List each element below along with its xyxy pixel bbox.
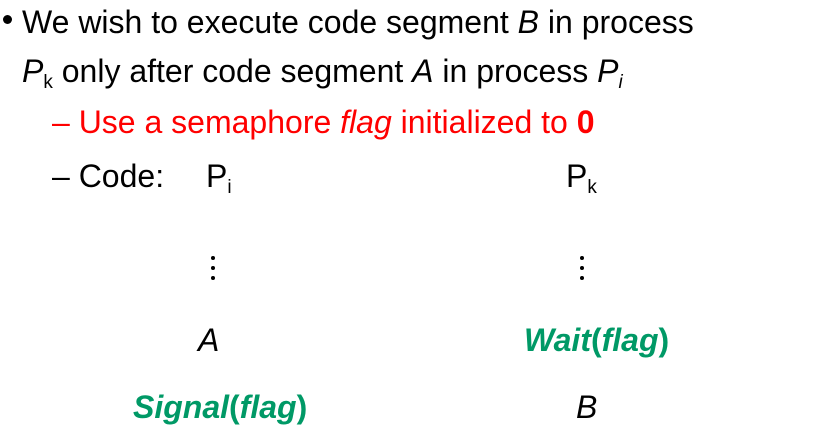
paren: ( xyxy=(229,389,240,425)
segment-a: A xyxy=(412,53,434,89)
paren: ) xyxy=(658,322,670,358)
subscript-i: i xyxy=(618,72,623,93)
sub-bullet-code: – Code: xyxy=(52,158,164,194)
bullet-line-1: We wish to execute code segment B in pro… xyxy=(22,4,694,40)
text: Use a semaphore xyxy=(78,104,341,140)
left-stmt-signal: Signal(flag) xyxy=(133,389,307,425)
text: in process xyxy=(539,4,694,40)
subscript-k: k xyxy=(43,72,53,93)
dash: – xyxy=(52,158,79,194)
right-stmt-wait: Wait(flag) xyxy=(524,322,669,358)
text: We wish to execute code segment xyxy=(22,4,518,40)
flag-arg: flag xyxy=(239,389,297,425)
signal-fn: Signal xyxy=(133,389,230,425)
subscript-k: k xyxy=(587,177,597,198)
text: initialized to xyxy=(391,104,577,140)
paren: ( xyxy=(590,322,602,358)
code-label: Code: xyxy=(78,158,165,194)
process-p: P xyxy=(206,158,228,194)
subscript-i: i xyxy=(227,177,232,198)
right-stmt-b: B xyxy=(576,389,598,425)
process-p: P xyxy=(597,53,619,89)
text: only after code segment xyxy=(52,53,413,89)
left-stmt-a: A xyxy=(198,322,220,358)
left-vertical-ellipsis-icon xyxy=(211,256,215,286)
flag-word: flag xyxy=(340,104,392,140)
left-column-header: Pi xyxy=(206,158,232,197)
right-column-header: Pk xyxy=(566,158,597,197)
process-p: P xyxy=(566,158,588,194)
paren: ) xyxy=(296,389,308,425)
process-p: P xyxy=(22,53,44,89)
wait-fn: Wait xyxy=(524,322,591,358)
text: in process xyxy=(433,53,598,89)
segment-b: B xyxy=(517,4,540,40)
bullet-line-2: Pk only after code segment A in process … xyxy=(22,53,623,92)
flag-arg: flag xyxy=(601,322,659,358)
right-vertical-ellipsis-icon xyxy=(580,256,584,286)
initial-value: 0 xyxy=(576,104,595,140)
dash: – xyxy=(52,104,79,140)
bullet-dot xyxy=(3,15,12,24)
sub-bullet-semaphore: – Use a semaphore flag initialized to 0 xyxy=(52,104,595,140)
